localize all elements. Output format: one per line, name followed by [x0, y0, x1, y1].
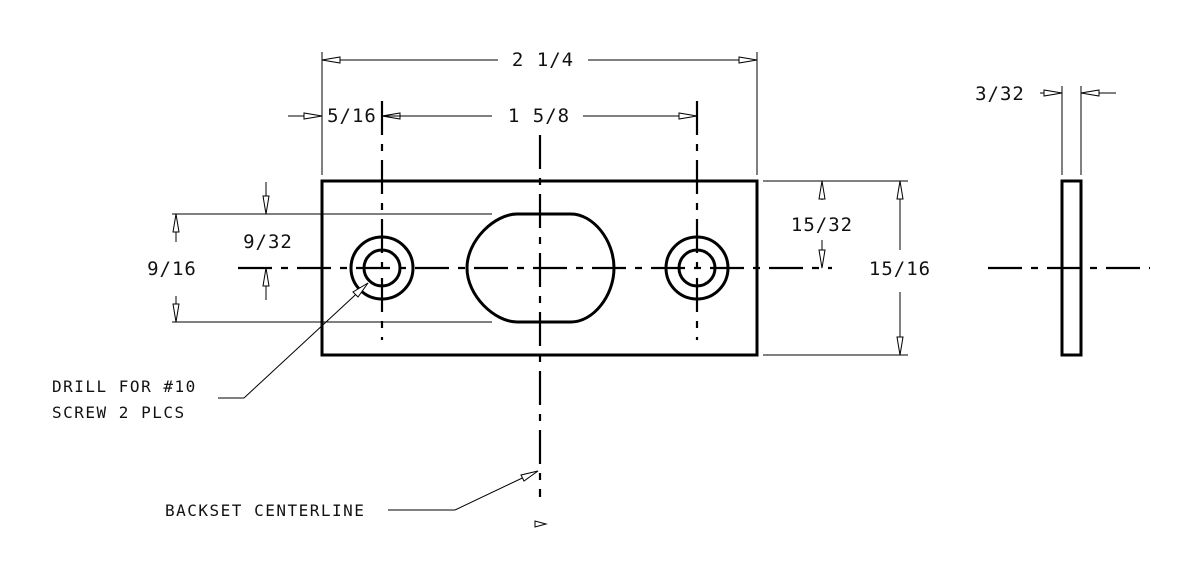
dim-hole-spacing: 5/16 1 5/8	[288, 105, 698, 127]
drill-note-leader	[218, 282, 369, 399]
drill-note-line2: SCREW 2 PLCS	[52, 403, 186, 422]
dim-thickness: 3/32	[975, 83, 1116, 175]
dim-overall-height: 15/16	[869, 180, 931, 356]
dim-label-hole-offset: 5/16	[327, 105, 377, 127]
backset-note: BACKSET CENTERLINE	[165, 501, 365, 520]
dim-hole-center-offset: 9/32	[243, 182, 293, 300]
center-slot	[465, 212, 616, 324]
dim-label-slot-height: 9/16	[147, 258, 197, 280]
dim-slot-height: 9/16	[147, 213, 197, 323]
dim-label-center-height: 15/32	[791, 214, 853, 236]
drill-note-line1: DRILL FOR #10	[52, 377, 197, 396]
dim-overall-length: 2 1/4	[321, 49, 758, 71]
backset-leader	[388, 470, 548, 528]
dim-label-thickness: 3/32	[975, 83, 1025, 105]
dim-label-hole-spacing: 1 5/8	[508, 105, 570, 127]
extension-lines	[172, 52, 908, 356]
dim-center-height: 15/32	[791, 180, 853, 269]
dim-label-overall-height: 15/16	[869, 258, 931, 280]
dim-label-overall-length: 2 1/4	[512, 49, 574, 71]
dim-label-hole-center-offset: 9/32	[243, 231, 293, 253]
